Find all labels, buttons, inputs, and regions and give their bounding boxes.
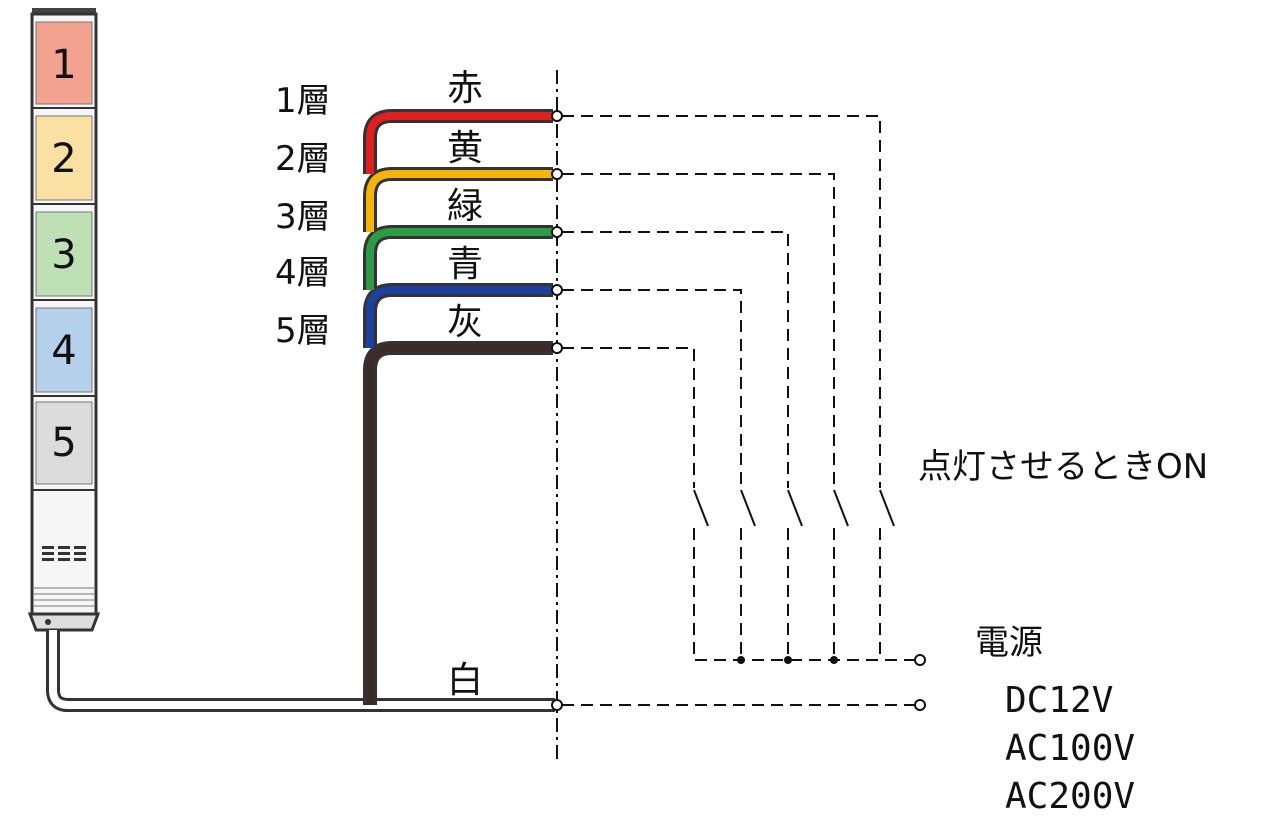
junction-dot: [830, 656, 838, 664]
layer-labels: 1層 2層 3層 4層 5層: [275, 81, 331, 351]
main-cable-inner: [49, 630, 555, 709]
layer-label-3: 3層: [275, 197, 331, 237]
power-option: AC200V: [1005, 776, 1135, 817]
junctions: [737, 656, 838, 664]
tower-cap: [32, 8, 96, 16]
power-terminal-icon: [914, 699, 926, 711]
wire-5-fill: [366, 344, 553, 705]
switch-icon: [693, 489, 709, 527]
layer-label-2: 2層: [275, 139, 331, 179]
power-option: DC12V: [1005, 680, 1113, 721]
tier-number: 4: [51, 328, 76, 374]
layer-label-5: 5層: [275, 311, 331, 351]
terminal-icon: [551, 168, 563, 180]
switches: [693, 489, 895, 527]
mount-screw-icon: [45, 619, 51, 625]
tier-number: 1: [51, 42, 76, 88]
power-options: DC12V AC100V AC200V: [1005, 680, 1135, 817]
terminal-icon: [551, 226, 563, 238]
switch-icon: [740, 489, 756, 527]
terminal-icon: [551, 284, 563, 296]
wire-color-label-1: 赤: [447, 68, 483, 109]
wire-5: [363, 341, 553, 705]
tier-lamp: [35, 21, 93, 105]
tier-number: 5: [51, 420, 76, 466]
layer-label-1: 1層: [275, 81, 331, 121]
terminal-icon: [551, 699, 563, 711]
signal-tower: 1 2 3 4 5: [27, 8, 101, 632]
switch-icon: [787, 489, 803, 527]
wire-color-label-common: 白: [447, 660, 483, 701]
terminal-icon: [551, 342, 563, 354]
tower-tier-2: 2: [35, 115, 93, 201]
tier-separators: [32, 107, 96, 491]
tier-number: 2: [51, 136, 76, 182]
power-terminal-icon: [914, 654, 926, 666]
power-title: 電源: [975, 623, 1043, 663]
switch-icon: [833, 489, 849, 527]
tower-tier-4: 4: [35, 307, 93, 393]
tower-mount: [27, 612, 101, 632]
layer-label-4: 4層: [275, 253, 331, 293]
wire-color-label-5: 灰: [447, 302, 483, 343]
wire-color-label-4: 青: [447, 244, 483, 285]
power-terminals: [914, 654, 926, 711]
tier-lamp: [35, 307, 93, 393]
tower-tier-1: 1: [35, 21, 93, 105]
wire-color-label-2: 黄: [447, 128, 483, 169]
tower-tier-5: 5: [35, 401, 93, 485]
switch-wiring: [562, 115, 915, 706]
tier-lamp: [35, 115, 93, 201]
wire-color-labels: 赤 黄 緑 青 灰 白: [447, 68, 483, 701]
junction-dot: [737, 656, 745, 664]
wire-2-fill: [366, 170, 553, 232]
wire-1-fill: [366, 112, 553, 174]
wire-4-fill: [366, 286, 553, 348]
switch-icon: [879, 489, 895, 527]
tower-tier-3: 3: [35, 211, 93, 297]
tier-lamp: [35, 211, 93, 297]
buzzer-vent-icon: [42, 546, 86, 561]
terminal-icon: [551, 110, 563, 122]
switch-note: 点灯させるときON: [918, 447, 1208, 487]
wire-3-fill: [366, 228, 553, 290]
junction-dot: [784, 656, 792, 664]
tier-number: 3: [51, 232, 76, 278]
signal-wires-color: [366, 112, 553, 705]
tower-base-rings: [34, 587, 94, 607]
wire-color-label-3: 緑: [447, 186, 483, 227]
power-option: AC100V: [1005, 728, 1135, 769]
tier-lamp: [35, 401, 93, 485]
